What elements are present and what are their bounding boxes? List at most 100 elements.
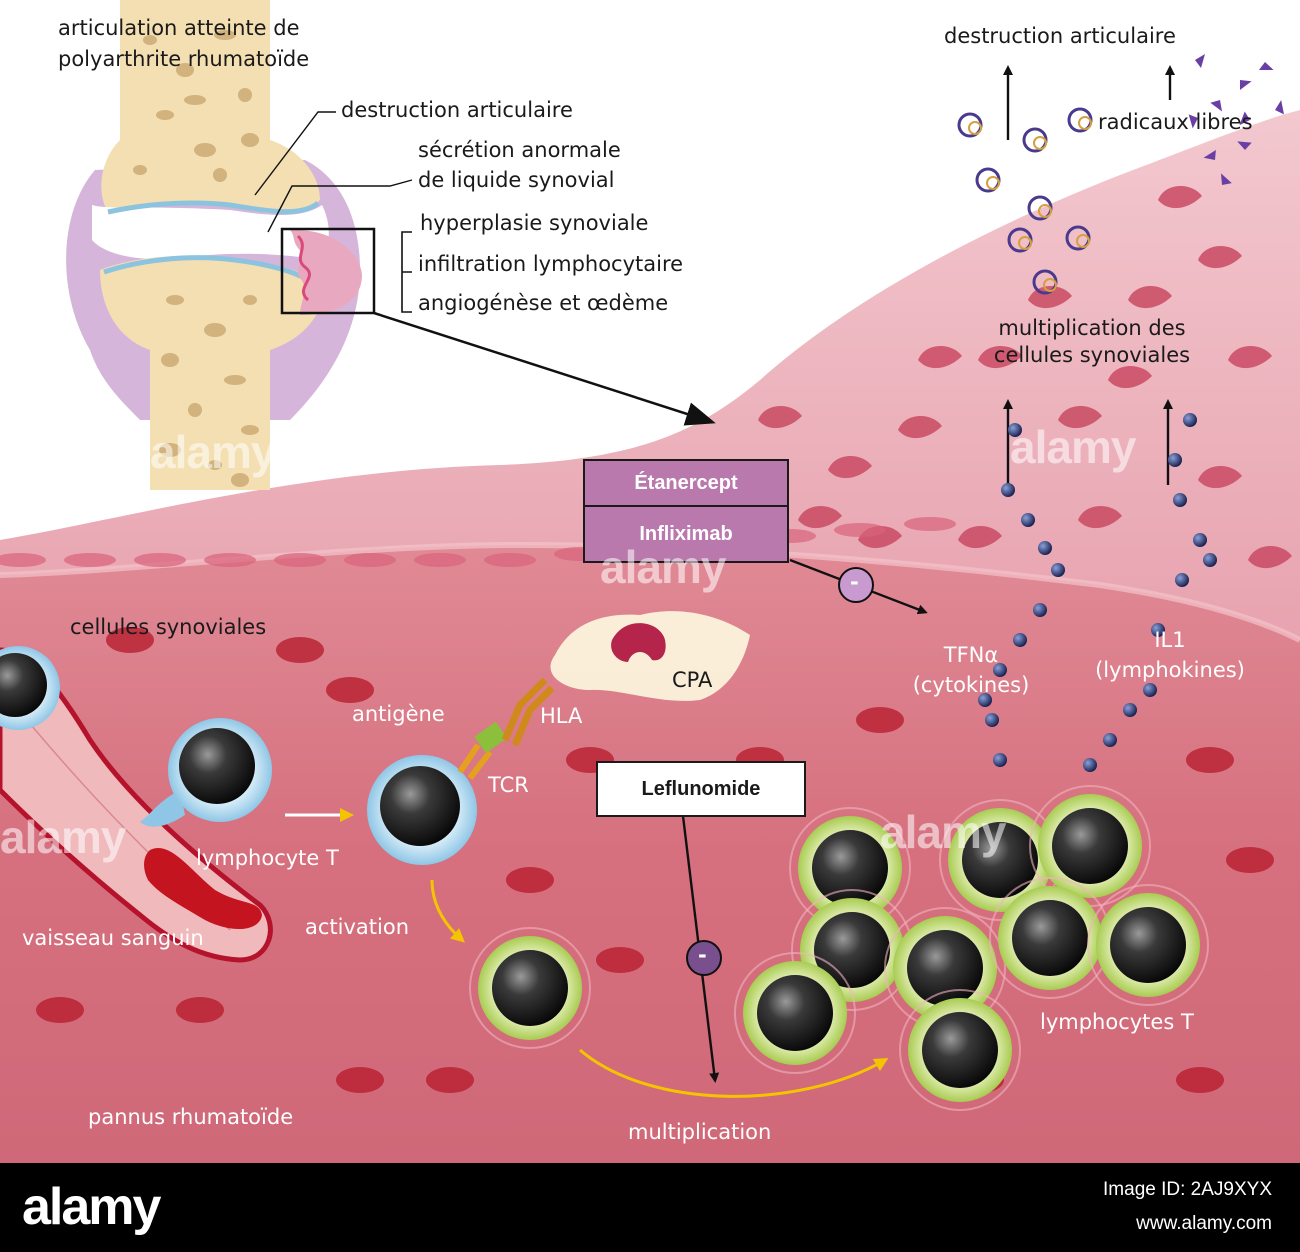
hla-molecule [501, 677, 555, 747]
protein-cluster-detail [986, 176, 1000, 190]
cytokine-dot [1083, 758, 1097, 772]
joint-inset [66, 0, 716, 490]
proliferating-lymphocytes [469, 785, 1209, 1111]
label-blood-vessel: vaisseau sanguin [22, 926, 204, 950]
lymphocyte-nucleus [962, 822, 1038, 898]
bone-pore [208, 460, 222, 470]
bone-pore [176, 63, 194, 77]
synovial-cell-nucleus [828, 455, 872, 479]
drug-etanercept: Étanercept [583, 459, 789, 507]
red-blood-cell [1186, 747, 1234, 773]
cytokine-dot [1168, 453, 1182, 467]
cytokine-dot [1033, 603, 1047, 617]
lymphocyte-nucleus [814, 912, 890, 988]
cytokine-dot [1193, 533, 1207, 547]
red-blood-cell [326, 677, 374, 703]
apc-nucleus [611, 623, 666, 662]
footer-bar: alamy Image ID: 2AJ9XYX www.alamy.com [0, 1163, 1300, 1252]
cytokine-dot [1001, 483, 1015, 497]
red-blood-cell [856, 707, 904, 733]
inflamed-synovium [290, 229, 362, 315]
label-secretion-line1: sécrétion anormale [418, 138, 621, 162]
cytokine-dot [1021, 513, 1035, 527]
synovial-cell-nucleus [1058, 405, 1102, 429]
red-blood-cell [1176, 1067, 1224, 1093]
watermark-1: alamy [150, 426, 276, 478]
activation-curve [430, 879, 465, 943]
upper-bone [101, 0, 320, 215]
red-blood-cell [506, 867, 554, 893]
cytokine-dot [993, 753, 1007, 767]
cytokine-dot [1143, 683, 1157, 697]
label-tcr: TCR [488, 773, 529, 797]
label-secretion-line2: de liquide synovial [418, 168, 615, 192]
upper-cartilage [107, 200, 320, 215]
zoom-arrow [373, 311, 716, 426]
lymphocyte-nucleus [1052, 808, 1128, 884]
free-radical [1203, 150, 1216, 160]
synovial-cell-nucleus [1108, 365, 1152, 389]
membrane-cell [0, 553, 46, 567]
leader-destruction [254, 111, 336, 196]
infliximab-minus-badge [838, 567, 874, 603]
cytokine-dots [978, 413, 1217, 772]
free-radical [1220, 173, 1232, 185]
cytokine-dot [993, 663, 1007, 677]
label-il1-line2: (lymphokines) [1095, 658, 1245, 682]
red-blood-cell [426, 1067, 474, 1093]
cytokine-dot [1103, 733, 1117, 747]
synovial-cell-nucleus [1198, 245, 1242, 269]
synovial-cell-nucleus [958, 525, 1002, 549]
cytokine-dot [1038, 541, 1052, 555]
drug-infliximab: Infliximab [583, 505, 789, 563]
synovial-cells-texture [0, 185, 1292, 569]
red-blood-cells [36, 627, 1274, 1093]
membrane-cell [484, 553, 536, 567]
label-multiplication-line2: cellules synoviales [993, 343, 1191, 367]
label-top-destruction: destruction articulaire [944, 24, 1176, 48]
label-activation: activation [305, 915, 410, 939]
label-synovial-hyperplasia: hyperplasie synoviale [420, 211, 649, 235]
bone-pore [188, 403, 202, 417]
activated-lymphocyte-nucleus [380, 766, 460, 846]
protein-cluster-detail [1018, 236, 1032, 250]
synovial-cell-nucleus [1198, 465, 1242, 489]
cell-halo [734, 952, 856, 1074]
label-hla: HLA [540, 704, 583, 728]
footer-image-id: Image ID: 2AJ9XYX [1103, 1179, 1272, 1200]
label-il1-line1: IL1 [1154, 628, 1186, 652]
lymphocyte-nucleus [757, 975, 833, 1051]
synovial-cell-nucleus [1128, 285, 1172, 309]
label-tnf-line1: TFNα [943, 643, 999, 667]
bone-pore [184, 95, 206, 105]
lymphocyte-nucleus [1012, 900, 1088, 976]
membrane-cell [904, 517, 956, 531]
label-multiplication: multiplication [628, 1120, 772, 1144]
bone-pore [204, 323, 226, 337]
red-blood-cell [596, 947, 644, 973]
joint-space [92, 205, 329, 260]
antigen-shape [474, 721, 508, 754]
red-blood-cell [176, 997, 224, 1023]
bone-pore [156, 110, 174, 120]
free-radical [1237, 141, 1252, 150]
bone-pore [238, 88, 252, 102]
lymphocyte-nucleus [1110, 907, 1186, 983]
migrating-lymphocyte [140, 718, 354, 827]
free-radical [1210, 100, 1223, 112]
cytokine-clusters [957, 107, 1093, 295]
cytokine-dot [1051, 563, 1065, 577]
protein-cluster-detail [1043, 278, 1057, 292]
label-lymphocyte-t: lymphocyte T [196, 846, 339, 870]
bone-pore [241, 133, 259, 147]
watermark-3: alamy [600, 541, 726, 593]
bone-pore [231, 473, 249, 487]
cytokine-dot [1203, 553, 1217, 567]
synovial-cell-nucleus [898, 415, 942, 439]
cytokine-dot [978, 693, 992, 707]
free-radical [1188, 114, 1198, 129]
bone-pore [133, 165, 147, 175]
membrane-cell [64, 553, 116, 567]
cytokine-dot [1013, 633, 1027, 647]
bone-pore [241, 425, 259, 435]
